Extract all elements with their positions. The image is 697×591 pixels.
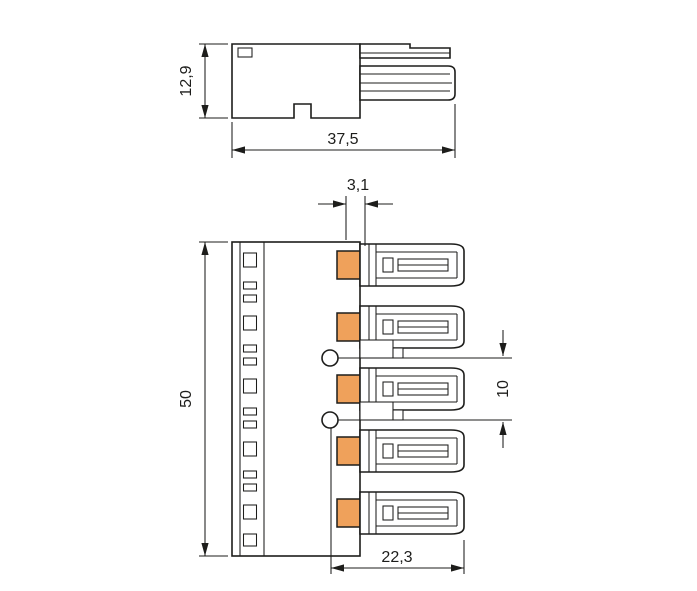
terminal-1 [336, 243, 465, 287]
vent-slot [242, 357, 258, 366]
side-view [231, 43, 456, 119]
terminal-3 [336, 367, 465, 411]
front-view [231, 241, 513, 557]
vent-slot [242, 252, 258, 268]
dim-label-side-height: 12,9 [178, 65, 195, 96]
vent-slot [242, 420, 258, 429]
vent-slot [242, 344, 258, 353]
vent-slot [242, 378, 258, 394]
dim-label-front-depth: 22,3 [381, 549, 412, 566]
vent-slot [242, 315, 258, 331]
dim-label-front-pitch: 10 [495, 380, 512, 398]
dim-front-height: 50 [178, 241, 228, 557]
terminal-2 [336, 305, 465, 349]
terminal-5 [336, 491, 465, 535]
terminal-4 [336, 429, 465, 473]
vent-slot [242, 483, 258, 492]
dim-label-front-offset: 3,1 [347, 177, 369, 194]
dim-label-side-width: 37,5 [327, 131, 358, 148]
vent-slot [242, 294, 258, 303]
vent-slot [242, 441, 258, 457]
side-view-latch-detail [237, 47, 253, 58]
dim-front-pitch: 10 [495, 330, 512, 448]
vent-slot [242, 407, 258, 416]
vent-slot [242, 281, 258, 290]
vent-slot [242, 533, 258, 547]
side-view-upper-tab [359, 43, 451, 59]
dim-front-offset: 3,1 [318, 177, 393, 246]
dim-label-front-height: 50 [178, 390, 195, 408]
vent-slots [242, 252, 258, 547]
dim-side-width: 37,5 [231, 104, 456, 158]
vent-slot [242, 504, 258, 520]
vent-slot [242, 470, 258, 479]
dim-front-depth: 22,3 [330, 428, 465, 574]
dim-side-height: 12,9 [178, 43, 228, 119]
